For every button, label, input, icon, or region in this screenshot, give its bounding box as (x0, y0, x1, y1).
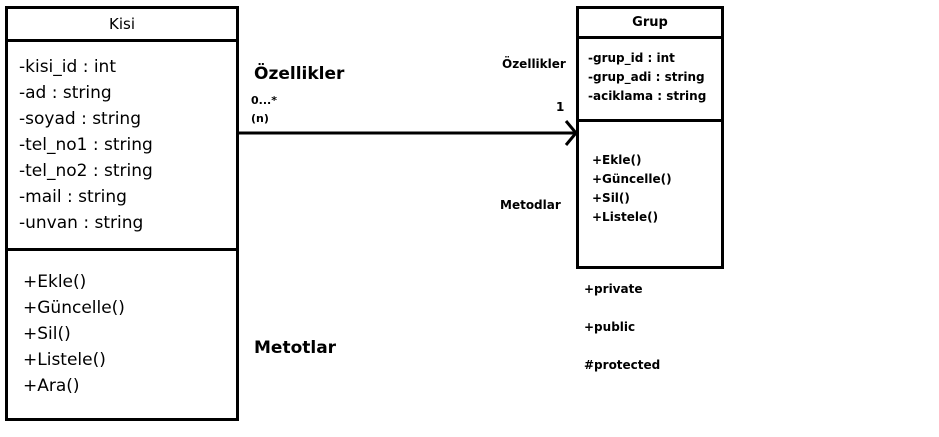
kisi-method: +Güncelle() (23, 298, 125, 318)
label-ozellikler: Özellikler (254, 64, 345, 84)
kisi-attribute: -unvan : string (19, 213, 144, 233)
grup-method: +Güncelle() (592, 172, 672, 186)
class-grup-attributes: -grup_id : int -grup_adi : string -acikl… (579, 39, 721, 122)
kisi-attribute: -mail : string (19, 187, 127, 207)
grup-attribute: -grup_adi : string (588, 70, 705, 84)
grup-method: +Listele() (592, 210, 659, 224)
class-kisi: Kisi -kisi_id : int -ad : string -soyad … (5, 6, 239, 421)
kisi-attribute: -soyad : string (19, 109, 141, 129)
grup-attribute: -grup_id : int (588, 51, 675, 65)
grup-method: +Sil() (592, 191, 630, 205)
multiplicity-one: 1 (556, 100, 565, 114)
grup-attribute: -aciklama : string (588, 89, 707, 103)
grup-method: +Ekle() (592, 153, 642, 167)
kisi-attribute: -kisi_id : int (19, 57, 116, 77)
legend-public: +public (584, 320, 636, 334)
kisi-attribute: -ad : string (19, 83, 112, 103)
multiplicity-n: (n) (251, 112, 269, 125)
multiplicity-many: 0...* (251, 94, 277, 107)
class-kisi-name: Kisi (8, 9, 236, 42)
label-metodlar-grup: Metodlar (500, 198, 561, 212)
label-ozellikler-grup: Özellikler (502, 57, 566, 71)
legend-private: +private (584, 282, 643, 296)
class-kisi-attributes: -kisi_id : int -ad : string -soyad : str… (8, 42, 236, 251)
class-grup-methods: +Ekle() +Güncelle() +Sil() +Listele() (579, 122, 721, 227)
kisi-attribute: -tel_no1 : string (19, 135, 153, 155)
kisi-method: +Ekle() (23, 272, 87, 292)
kisi-method: +Sil() (23, 324, 71, 344)
class-grup: Grup -grup_id : int -grup_adi : string -… (576, 6, 724, 269)
legend-protected: #protected (584, 358, 661, 372)
class-kisi-methods: +Ekle() +Güncelle() +Sil() +Listele() +A… (8, 251, 236, 399)
label-metotlar: Metotlar (254, 338, 337, 358)
class-grup-name: Grup (579, 9, 721, 39)
kisi-method: +Listele() (23, 350, 106, 370)
kisi-attribute: -tel_no2 : string (19, 161, 153, 181)
kisi-method: +Ara() (23, 376, 80, 396)
